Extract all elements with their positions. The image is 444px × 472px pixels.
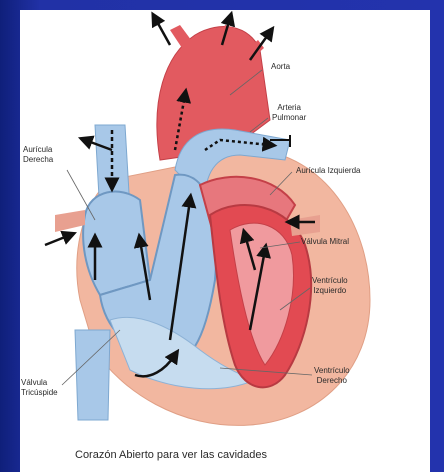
label-right-ventricle: Ventrículo Derecho: [314, 366, 350, 386]
inferior-vena-cava: [75, 330, 110, 420]
label-aorta: Aorta: [271, 62, 290, 72]
label-right-atrium: Aurícula Derecha: [23, 145, 53, 165]
label-tricuspid-valve: Válvula Tricúspide: [21, 378, 58, 398]
label-mitral-valve: Válvula Mitral: [301, 237, 349, 247]
label-left-atrium: Aurícula Izquierda: [296, 166, 360, 176]
label-pulmonary-artery: Arteria Pulmonar: [272, 103, 306, 123]
diagram-caption: Corazón Abierto para ver las cavidades: [75, 449, 267, 461]
label-left-ventricle: Ventrículo Izquierdo: [312, 276, 348, 296]
pulmonary-vein-right: [55, 210, 85, 232]
